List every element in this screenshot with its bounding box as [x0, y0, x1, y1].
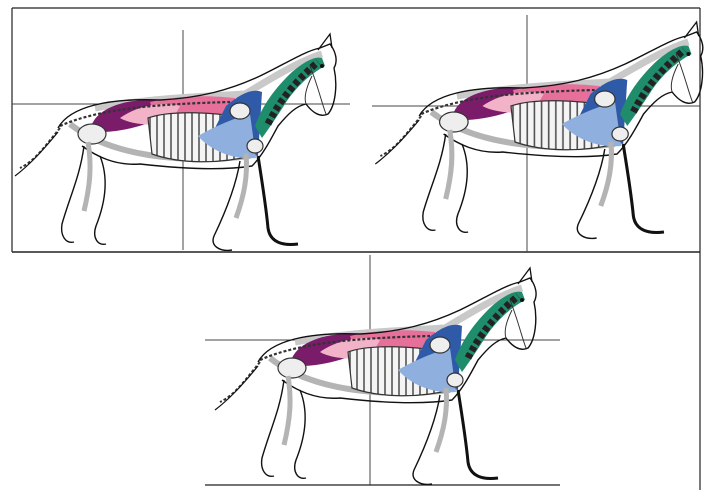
- panel-top-right: [372, 15, 703, 252]
- panel-bottom: [205, 255, 560, 485]
- horse-figure-3: [215, 268, 536, 484]
- panel-top-left: [12, 30, 350, 250]
- horse-figure-2: [375, 22, 703, 238]
- horse-figure-1: [15, 34, 336, 250]
